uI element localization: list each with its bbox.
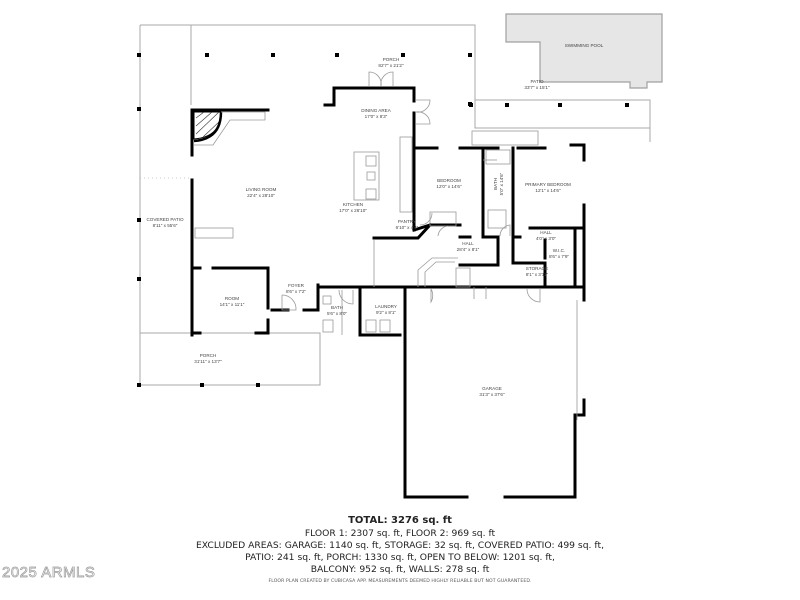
label-living-room-dims: 22'4" x 28'10" [247,193,275,198]
porch-posts [137,53,629,387]
excluded-areas-line-2: PATIO: 241 sq. ft, PORCH: 1330 sq. ft, O… [245,552,555,563]
label-bath-lower: BATH [331,305,343,310]
excluded-areas-line-1: EXCLUDED AREAS: GARAGE: 1140 sq. ft, STO… [195,540,604,551]
label-primary-bedroom: PRIMARY BEDROOM [525,182,571,187]
label-pantry: PANTRY [398,219,416,224]
exterior-walls [190,86,586,499]
watermark: 2025 ARMLS [2,564,96,582]
label-porch-top: PORCH [383,57,400,62]
label-bath-upper-dims: 5'0" x 14'6" [499,172,504,195]
outdoor-outlines [139,24,651,386]
label-wic-dims: 8'6" x 7'9" [549,254,569,259]
label-patio: PATIO [530,79,544,84]
label-foyer: FOYER [288,283,305,288]
label-swimming-pool: SWIMMING POOL [565,43,604,48]
interior-fixtures [140,111,578,420]
label-porch-bottom: PORCH [200,353,217,358]
label-room-dims: 14'1" x 11'1" [220,302,245,307]
label-patio-dims: 33'7" x 15'1" [524,85,550,90]
credit-disclaimer: FLOOR PLAN CREATED BY CUBICASA APP. MEAS… [268,579,532,584]
label-porch-top-dims: 82'7" x 21'2" [378,63,404,68]
fireplace-icon [193,111,223,143]
label-laundry: LAUNDRY [375,304,397,309]
label-kitchen-dims: 17'0" x 26'10" [339,208,367,213]
label-dining-area: DINING AREA [361,108,392,113]
label-hall-small: HALL [540,230,552,235]
label-laundry-dims: 9'2" x 8'1" [376,310,396,315]
label-hall-dims: 28'4" x 8'1" [457,247,480,252]
label-bath-lower-dims: 5'6" x 8'0" [327,311,347,316]
label-primary-bedroom-dims: 12'1" x 14'6" [535,188,561,193]
excluded-areas-line-3: BALCONY: 952 sq. ft, WALLS: 278 sq. ft [310,564,490,575]
label-storage: STORAGE [526,266,548,271]
label-foyer-dims: 8'6" x 7'2" [286,289,306,294]
swimming-pool [505,13,663,89]
room-labels: SWIMMING POOL PORCH 82'7" x 21'2" PATIO … [146,43,603,397]
floor-areas: FLOOR 1: 2307 sq. ft, FLOOR 2: 969 sq. f… [304,528,496,539]
label-wic: W.I.C. [553,248,566,253]
label-hall: HALL [462,241,474,246]
label-living-room: LIVING ROOM [246,187,277,192]
label-bath-upper: BATH [493,178,498,190]
label-covered-patio: COVERED PATIO [146,217,184,222]
label-storage-dims: 8'1" x 3'11" [526,272,549,277]
door-swings [281,71,541,311]
label-bedroom: BEDROOM [437,178,461,183]
label-bedroom-dims: 12'0" x 14'6" [436,184,462,189]
label-dining-area-dims: 17'0" x 8'3" [365,114,388,119]
label-kitchen: KITCHEN [343,202,363,207]
label-pantry-dims: 6'10" x 4'4" [396,225,419,230]
total-area: TOTAL: 3276 sq. ft [348,515,452,526]
floor-plan: SWIMMING POOL PORCH 82'7" x 21'2" PATIO … [137,13,663,499]
label-covered-patio-dims: 8'11" x 55'6" [153,223,178,228]
label-garage-dims: 31'3" x 37'6" [479,392,505,397]
label-porch-bottom-dims: 31'11" x 13'7" [194,359,222,364]
label-room: ROOM [225,296,239,301]
label-garage: GARAGE [482,386,502,391]
label-hall-small-dims: 4'0" x 3'0" [536,236,556,241]
